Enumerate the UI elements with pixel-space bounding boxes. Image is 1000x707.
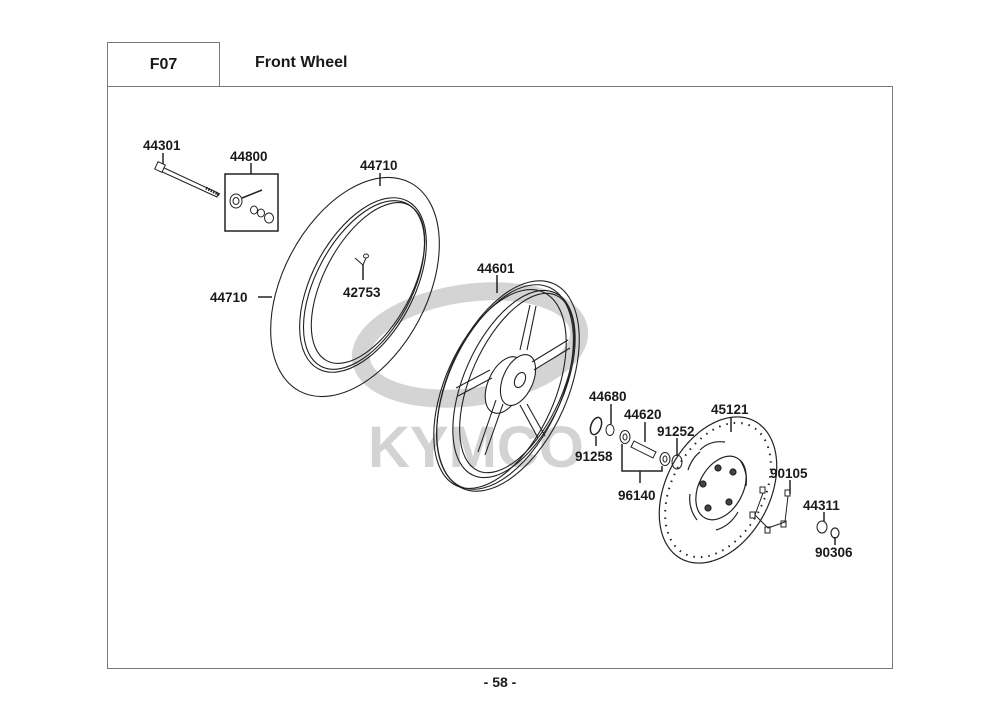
- diagram-title: Front Wheel: [255, 54, 348, 71]
- bearings-drawing: [619, 430, 671, 466]
- diagram-frame: [107, 86, 893, 669]
- label-42753[interactable]: 42753: [343, 285, 381, 300]
- dust-seal-drawing: [605, 424, 615, 436]
- label-44800[interactable]: 44800: [230, 149, 268, 164]
- label-90306[interactable]: 90306: [815, 545, 853, 560]
- label-44620[interactable]: 44620: [624, 407, 662, 422]
- label-91258[interactable]: 91258: [575, 449, 613, 464]
- brake-disc-drawing: [658, 416, 778, 564]
- watermark-logo: KYMCO: [351, 282, 589, 480]
- speedo-gear-drawing: [229, 189, 274, 224]
- front-axle-drawing: [154, 161, 221, 198]
- axle-nut-drawing: [830, 527, 840, 539]
- disc-bolts-drawing: [749, 486, 791, 534]
- tire-valve-drawing: [354, 253, 369, 266]
- label-96140[interactable]: 96140: [618, 488, 656, 503]
- label-45121[interactable]: 45121: [711, 402, 749, 417]
- leader-96140-bracket: [621, 444, 663, 472]
- disc-bolts-leader-lines: [754, 492, 789, 529]
- label-44680[interactable]: 44680: [589, 389, 627, 404]
- front-tire-drawing: [270, 176, 440, 398]
- wheel-rim-drawing: [433, 280, 580, 492]
- label-90105[interactable]: 90105: [770, 466, 808, 481]
- label-44311[interactable]: 44311: [803, 498, 840, 513]
- section-code-box: F07: [107, 42, 220, 87]
- label-44710-top[interactable]: 44710: [360, 158, 398, 173]
- wheel-collar-drawing: [630, 440, 657, 459]
- label-44710-left[interactable]: 44710: [210, 290, 248, 305]
- label-44601[interactable]: 44601: [477, 261, 515, 276]
- label-91252[interactable]: 91252: [657, 424, 695, 439]
- snap-ring-drawing: [589, 416, 603, 436]
- label-44301[interactable]: 44301: [143, 138, 181, 153]
- page-number: - 58 -: [483, 674, 517, 690]
- section-code: F07: [149, 56, 178, 73]
- axle-collar-drawing: [816, 520, 828, 534]
